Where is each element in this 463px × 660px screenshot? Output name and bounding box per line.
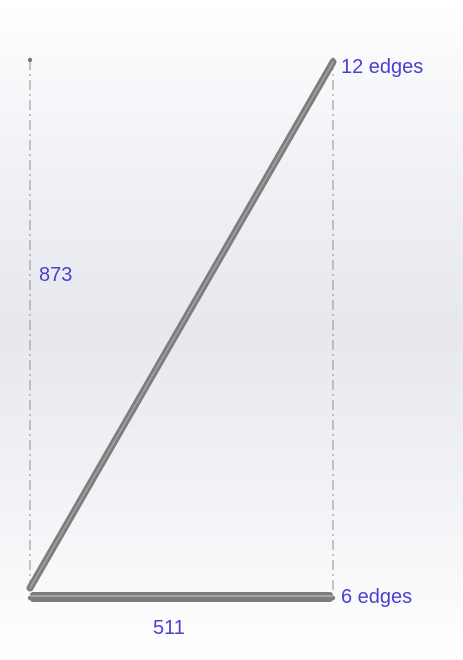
diagonal-edge-highlight bbox=[29, 61, 334, 589]
bottom-edge-count-label: 6 edges bbox=[341, 586, 413, 608]
vertical-dimension-label[interactable]: 873 bbox=[39, 264, 73, 286]
top-left-vertex[interactable] bbox=[27, 57, 33, 63]
top-edge-count-label: 12 edges bbox=[341, 56, 424, 78]
bottom-edge-highlight bbox=[30, 595, 333, 597]
horizontal-dimension-label[interactable]: 511 bbox=[153, 617, 185, 639]
